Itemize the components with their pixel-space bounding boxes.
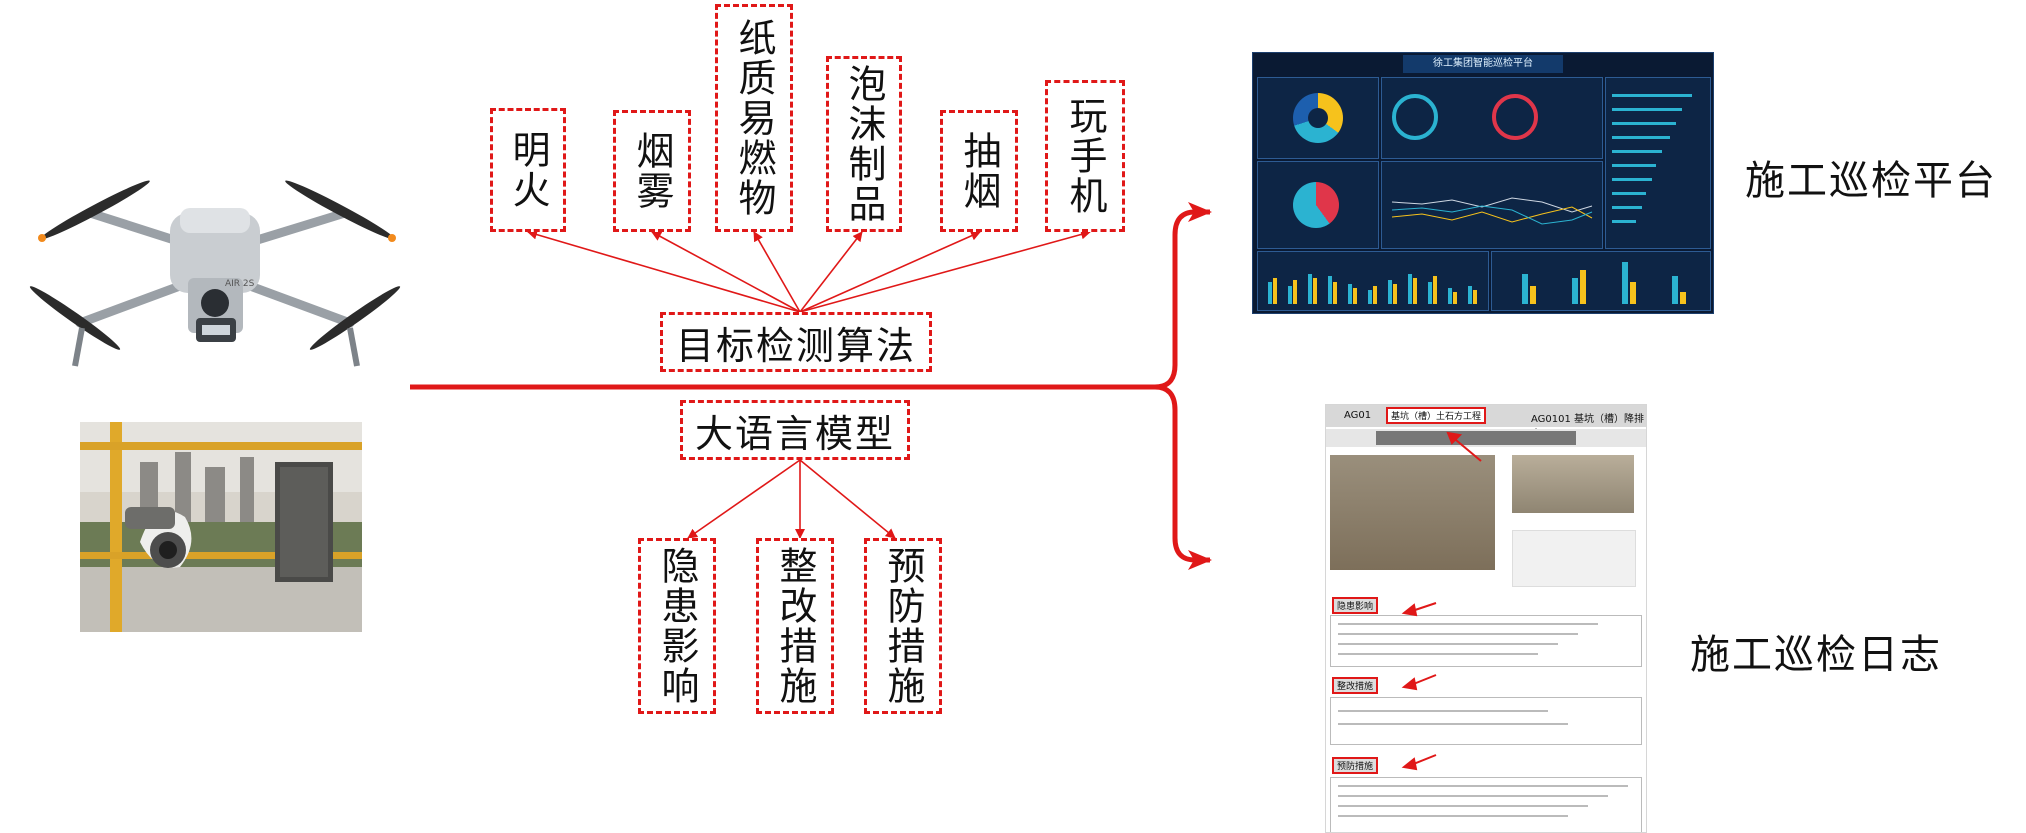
output-box-rectification: 整改措施 xyxy=(756,538,834,714)
bar-group xyxy=(1502,260,1702,304)
inspection-platform-dashboard: 徐工集团智能巡检平台 xyxy=(1252,52,1714,314)
target-label-smoke: 烟雾 xyxy=(630,131,674,211)
object-detection-algorithm-label: 目标检测算法 xyxy=(675,323,916,368)
dashboard-bar-panel xyxy=(1491,251,1711,311)
dashboard-ranking-panel xyxy=(1605,77,1711,249)
object-detection-algorithm-box: 目标检测算法 xyxy=(660,312,932,372)
target-box-smoke: 烟雾 xyxy=(613,110,691,232)
target-label-smoking: 抽烟 xyxy=(957,131,1001,211)
gauge-ring xyxy=(1492,94,1538,140)
dashboard-panel xyxy=(1257,161,1379,249)
target-box-phone-use: 玩手机 xyxy=(1045,80,1125,232)
log-code-left: AG01 xyxy=(1344,410,1372,421)
surveillance-camera-photo xyxy=(80,422,362,632)
dashboard-panel xyxy=(1381,77,1603,159)
pie-chart xyxy=(1293,182,1339,228)
target-box-open-flame: 明火 xyxy=(490,108,566,232)
output-box-prevention: 预防措施 xyxy=(864,538,942,714)
site-sketch xyxy=(1512,530,1636,587)
target-label-paper-flammables: 纸质易燃物 xyxy=(732,18,776,218)
dashboard-panel xyxy=(1257,77,1379,159)
log-section-rectification: 整改措施 xyxy=(1332,677,1379,694)
svg-text:AIR 2S: AIR 2S xyxy=(225,279,255,289)
log-section-prevention: 预防措施 xyxy=(1332,757,1379,774)
dashboard-line-panel xyxy=(1381,161,1603,249)
output-label-rectification: 整改措施 xyxy=(773,546,817,706)
site-photo xyxy=(1512,455,1634,513)
large-language-model-label: 大语言模型 xyxy=(694,411,895,456)
dashboard-title: 徐工集团智能巡检平台 xyxy=(1403,55,1563,73)
gauge-ring xyxy=(1392,94,1438,140)
large-language-model-box: 大语言模型 xyxy=(680,400,910,460)
target-box-paper-flammables: 纸质易燃物 xyxy=(715,4,793,232)
log-annotation-arrows xyxy=(1401,431,1482,771)
log-title-tag: 基坑（槽）土石方工程 xyxy=(1386,407,1487,424)
target-box-smoking: 抽烟 xyxy=(940,110,1018,232)
log-caption: 施工巡检日志 xyxy=(1690,632,1942,678)
line-chart xyxy=(1391,197,1593,225)
site-photo xyxy=(1330,455,1495,570)
bar-group xyxy=(1268,264,1478,304)
output-label-prevention: 预防措施 xyxy=(881,546,925,706)
target-label-open-flame: 明火 xyxy=(506,130,550,210)
donut-hole xyxy=(1308,108,1328,128)
log-section-hazard-impact: 隐患影响 xyxy=(1332,597,1379,614)
output-box-hazard-impact: 隐患影响 xyxy=(638,538,716,714)
target-box-foam-products: 泡沫制品 xyxy=(826,56,902,232)
output-label-hazard-impact: 隐患影响 xyxy=(655,546,699,706)
platform-caption: 施工巡检平台 xyxy=(1745,158,1997,204)
inspection-log-document: AG01 基坑（槽）土石方工程 AG0101 基坑（槽）降排水 隐患影响 整改措… xyxy=(1325,404,1647,833)
target-label-phone-use: 玩手机 xyxy=(1063,96,1107,216)
target-label-foam-products: 泡沫制品 xyxy=(842,64,886,224)
dashboard-bar-panel xyxy=(1257,251,1489,311)
drone-image: AIR 2S xyxy=(29,180,401,367)
